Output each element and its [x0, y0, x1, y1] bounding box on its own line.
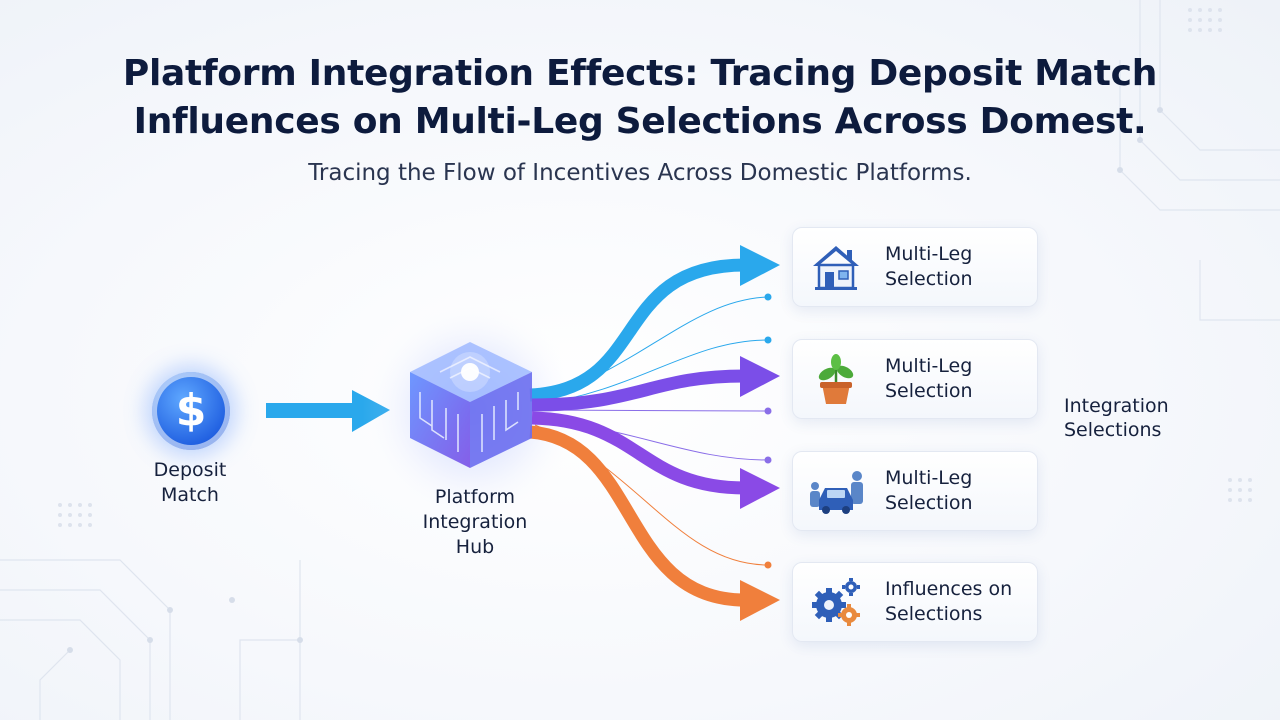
flow-arrow-blue: [529, 245, 780, 402]
output-card-2-line-2: Selection: [885, 380, 973, 402]
hub-label-line-2: Integration: [422, 511, 528, 533]
house-icon: [813, 246, 859, 290]
output-card-3-line-2: Selection: [885, 492, 973, 514]
output-card-3: Multi-Leg Selection: [792, 451, 1038, 531]
integration-selections-line-2: Selections: [1064, 419, 1162, 441]
page-title-line-2: Influences on Multi-Leg Selections Acros…: [133, 101, 1147, 142]
hub-label: Platform Integration Hub: [405, 485, 545, 560]
circuit-cube-icon: [410, 342, 532, 468]
car-family-icon: [810, 471, 863, 514]
flow-arrow-purple-lower: [531, 411, 780, 509]
output-card-2-line-1: Multi-Leg: [885, 355, 973, 377]
output-card-1-line-1: Multi-Leg: [885, 243, 973, 265]
page-subtitle: Tracing the Flow of Incentives Across Do…: [308, 160, 972, 186]
deposit-match-label-line-1: Deposit: [153, 459, 227, 481]
page-title-line-1: Platform Integration Effects: Tracing De…: [122, 53, 1158, 94]
hub-label-line-3: Hub: [455, 536, 495, 558]
potted-plant-icon: [818, 354, 854, 404]
integration-selections-line-1: Integration: [1064, 395, 1169, 417]
deposit-match-label-line-2: Match: [161, 484, 219, 506]
output-card-1-line-2: Selection: [885, 268, 973, 290]
flow-arrow-orange: [529, 425, 780, 621]
output-card-3-label: Multi-Leg Selection: [885, 466, 973, 516]
output-card-1: Multi-Leg Selection: [792, 227, 1038, 307]
output-card-2: Multi-Leg Selection: [792, 339, 1038, 419]
deposit-match-label: Deposit Match: [130, 458, 250, 508]
flow-arrow-purple-upper: [531, 356, 780, 412]
output-card-4-label: Influences on Selections: [885, 577, 1012, 627]
output-card-1-label: Multi-Leg Selection: [885, 242, 973, 292]
output-card-4-line-1: Influences on: [885, 578, 1013, 600]
output-card-3-line-1: Multi-Leg: [885, 467, 973, 489]
connector-end-dots: [764, 293, 772, 569]
dollar-coin-icon: $: [152, 372, 230, 450]
gears-icon: [812, 578, 860, 626]
output-card-2-label: Multi-Leg Selection: [885, 354, 973, 404]
hub-label-line-1: Platform: [434, 486, 516, 508]
page-title: Platform Integration Effects: Tracing De…: [60, 50, 1220, 146]
output-card-4: Influences on Selections: [792, 562, 1038, 642]
output-card-4-line-2: Selections: [885, 603, 983, 625]
integration-selections-label: Integration Selections: [1064, 394, 1169, 442]
